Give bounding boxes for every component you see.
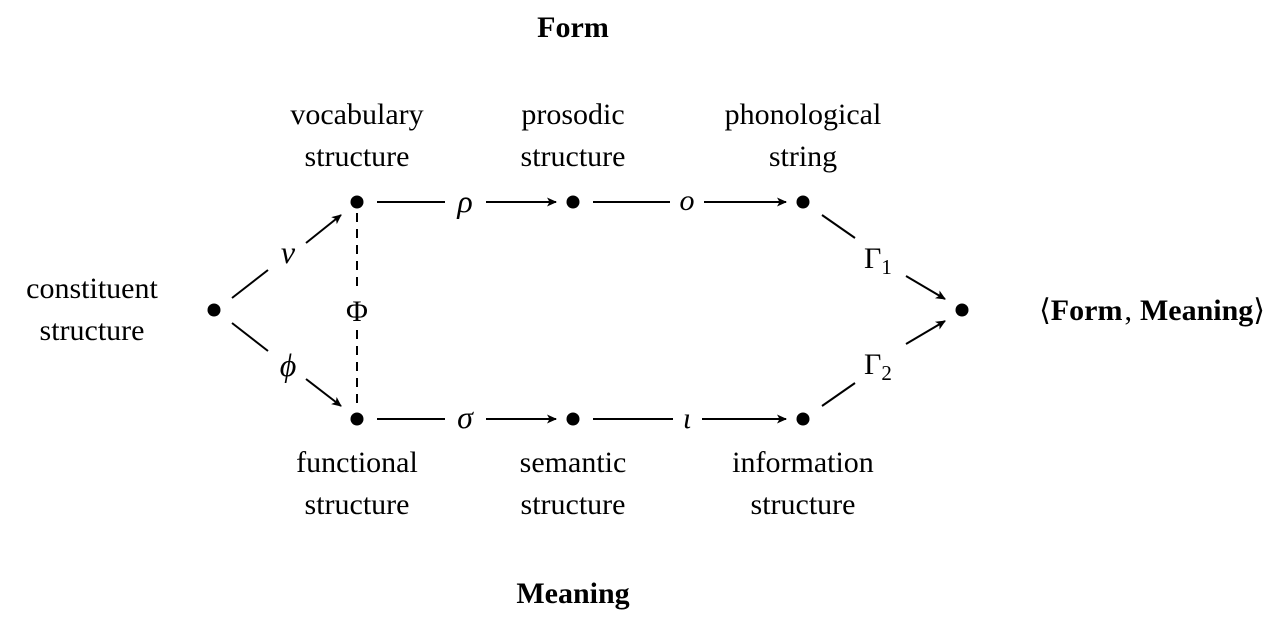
information-label-line1: information xyxy=(732,446,874,479)
semantic-node xyxy=(566,412,580,426)
form-meaning-node xyxy=(955,303,969,317)
functional-label-line2: structure xyxy=(305,488,410,521)
gamma1-symbol: Γ xyxy=(864,242,881,275)
o-label: o xyxy=(680,184,695,217)
constituent-label-line1: constituent xyxy=(26,272,158,305)
rho-label: ρ xyxy=(456,183,472,219)
meaning-heading: Meaning xyxy=(516,577,629,610)
gamma1-subscript: 1 xyxy=(881,255,892,279)
phi-mapping-arrow xyxy=(231,322,342,407)
angle-close: ⟩ xyxy=(1253,294,1265,327)
prosodic-node xyxy=(566,195,580,209)
pair-comma: , xyxy=(1124,294,1132,327)
phonological-node xyxy=(796,195,810,209)
information-label-line2: structure xyxy=(751,488,856,521)
nu-mapping-arrow xyxy=(231,214,342,299)
gamma2-subscript: 2 xyxy=(881,361,892,385)
gamma1-label: Γ1 xyxy=(864,242,892,279)
functional-structure-label: functional structure xyxy=(296,446,418,521)
prosodic-label-line1: prosodic xyxy=(521,98,624,131)
angle-open: ⟨ xyxy=(1039,294,1051,327)
gamma2-mapping-arrow xyxy=(821,320,946,407)
vocabulary-label-line1: vocabulary xyxy=(290,98,423,131)
pair-form: Form xyxy=(1051,294,1123,327)
form-meaning-pair-label: ⟨Form,Meaning⟩ xyxy=(1039,294,1265,327)
vocabulary-label-line2: structure xyxy=(305,140,410,173)
information-structure-label: information structure xyxy=(732,446,874,521)
functional-node xyxy=(350,412,364,426)
vocabulary-node xyxy=(350,195,364,209)
semantic-structure-label: semantic structure xyxy=(520,446,627,521)
nu-label: ν xyxy=(281,234,296,270)
vocabulary-structure-label: vocabulary structure xyxy=(290,98,423,173)
gamma2-symbol: Γ xyxy=(864,348,881,381)
gamma2-label: Γ2 xyxy=(864,348,892,385)
phi-label: ϕ xyxy=(280,347,297,383)
constituent-node xyxy=(207,303,221,317)
pair-meaning: Meaning xyxy=(1140,294,1253,327)
big-phi-label: Φ xyxy=(346,295,368,328)
prosodic-structure-label: prosodic structure xyxy=(521,98,626,173)
semantic-label-line1: semantic xyxy=(520,446,627,479)
functional-label-line1: functional xyxy=(296,446,418,479)
semantic-label-line2: structure xyxy=(521,488,626,521)
phonological-string-label: phonological string xyxy=(725,98,882,173)
constituent-label-line2: structure xyxy=(40,314,145,347)
constituent-structure-label: constituent structure xyxy=(26,272,158,347)
prosodic-label-line2: structure xyxy=(521,140,626,173)
form-heading: Form xyxy=(537,11,609,44)
phonological-label-line2: string xyxy=(769,140,837,173)
phonological-label-line1: phonological xyxy=(725,98,882,131)
sigma-label: σ xyxy=(457,399,474,435)
gamma1-mapping-arrow xyxy=(821,214,946,300)
information-node xyxy=(796,412,810,426)
iota-label: ι xyxy=(683,402,691,435)
